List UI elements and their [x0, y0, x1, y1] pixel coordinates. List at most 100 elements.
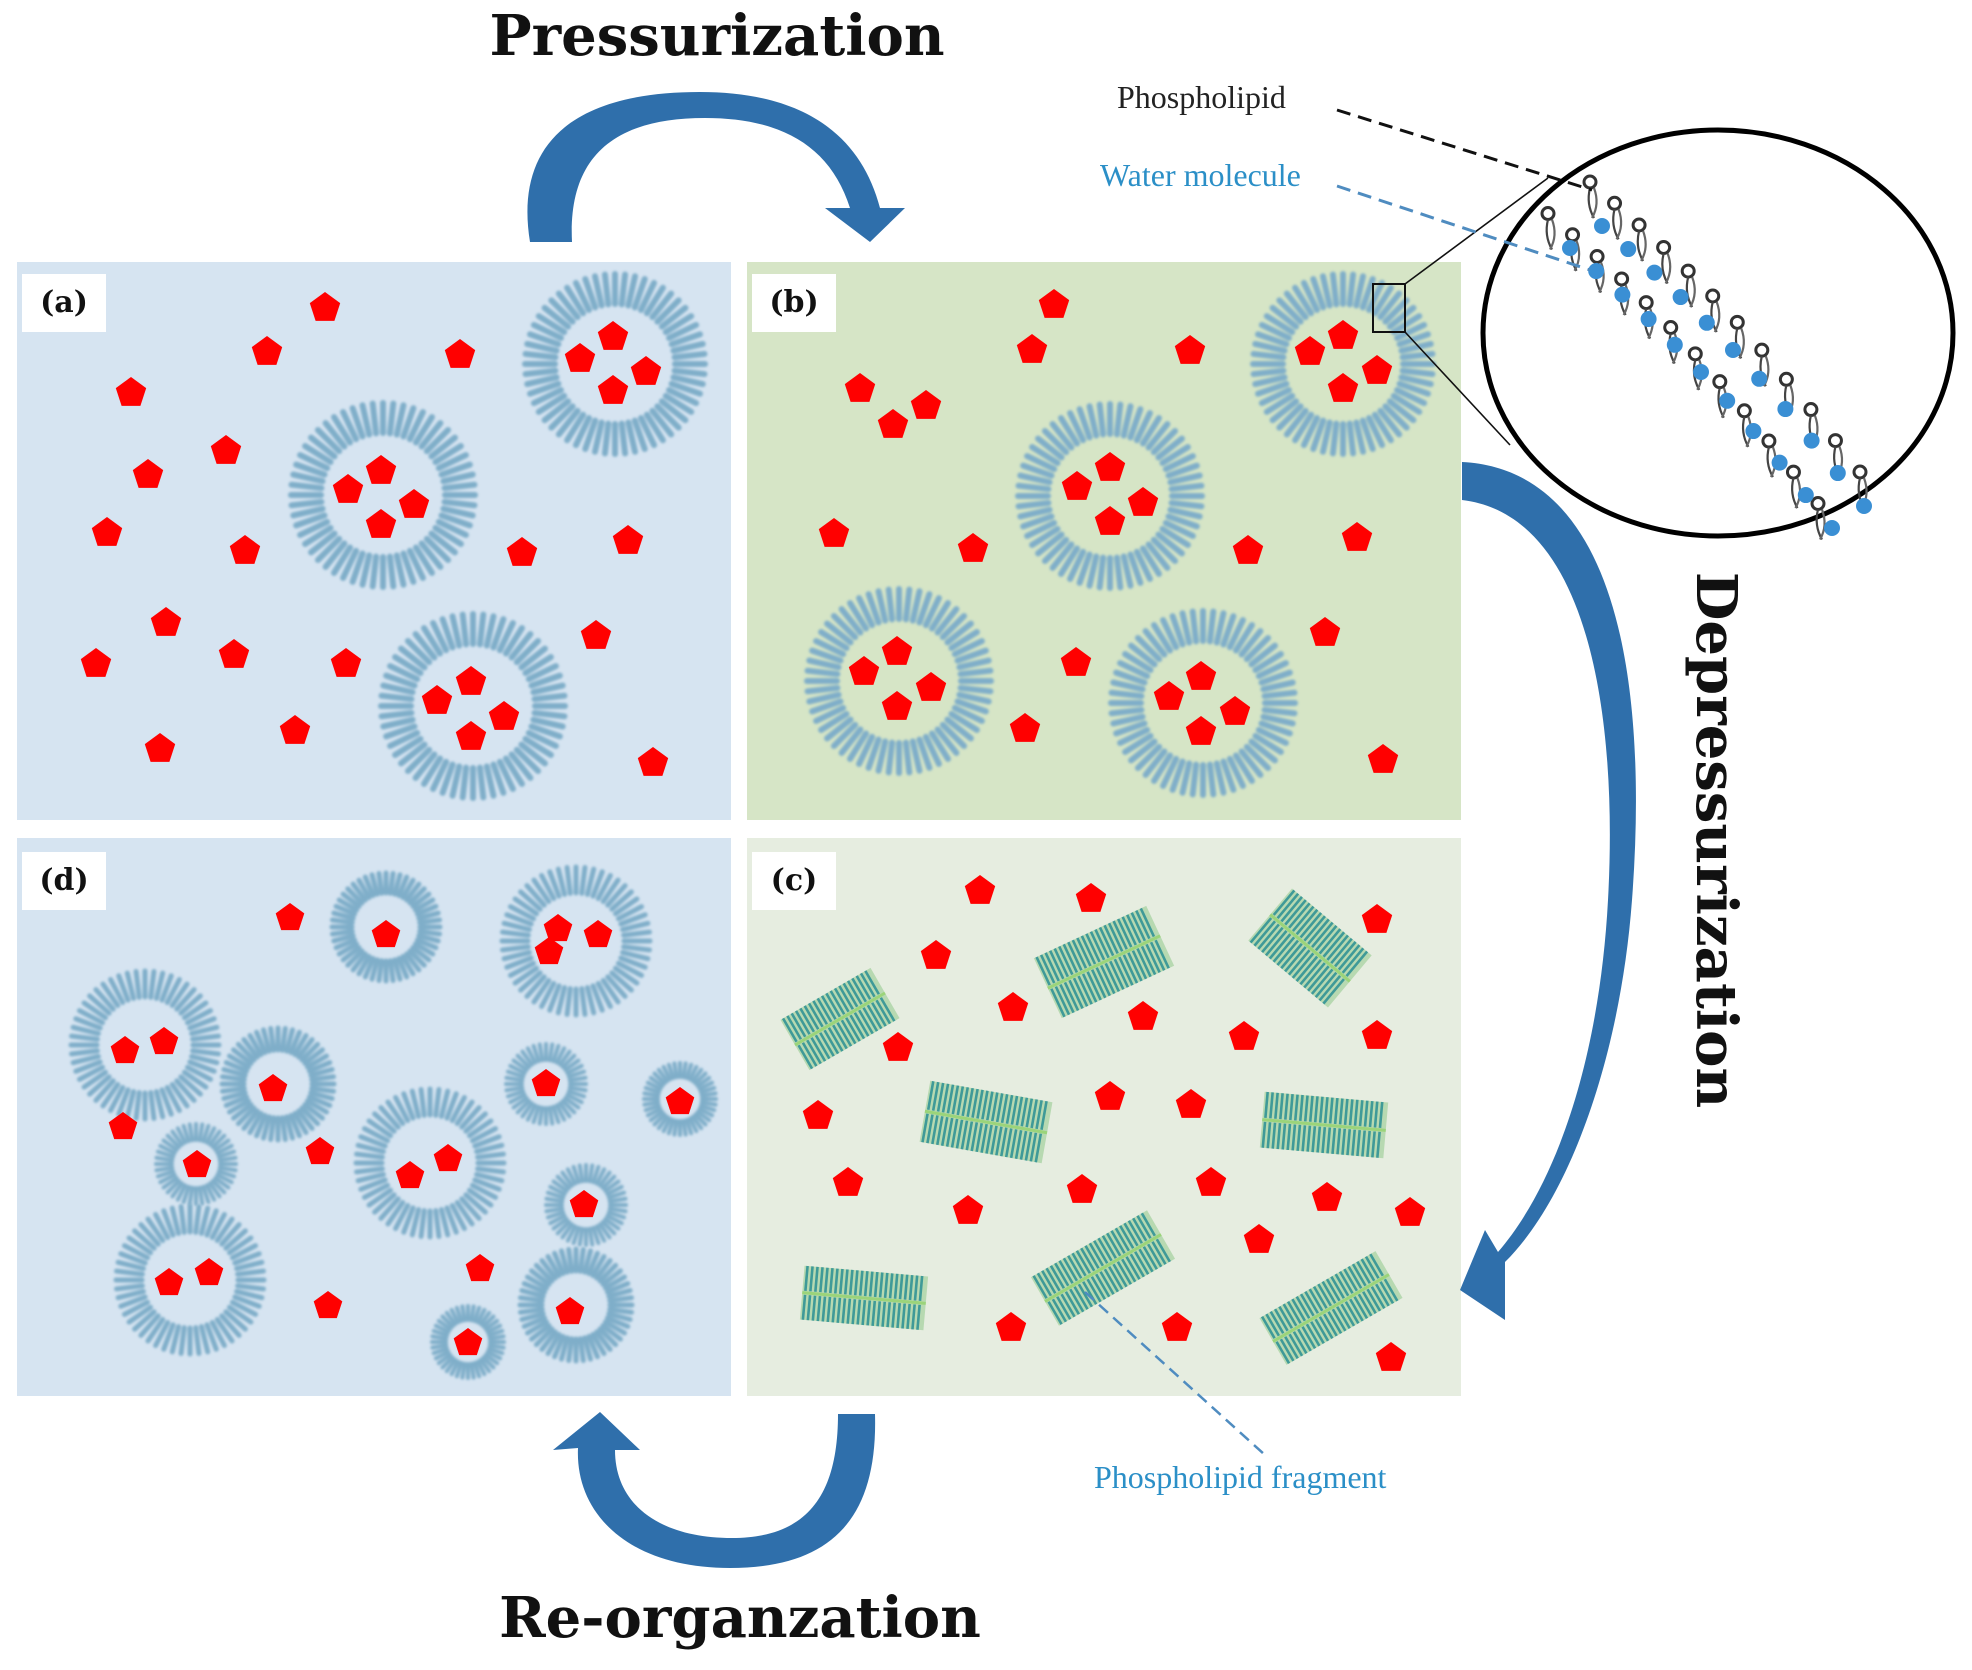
drug-icon: [395, 1161, 425, 1189]
liposome-icon: [642, 1061, 718, 1137]
zoom-line-bottom: [1404, 331, 1511, 446]
liposome-icon: [544, 1163, 628, 1247]
drug-icon: [1161, 1312, 1193, 1341]
drug-icon: [1361, 904, 1393, 933]
panel-a-tag: (a): [22, 274, 106, 332]
water-molecule-icon: [1693, 364, 1709, 380]
pressurization-label: Pressurization: [489, 3, 944, 69]
liposome-icon: [522, 271, 708, 457]
drug-icon: [313, 1291, 343, 1319]
drug-icon: [1361, 355, 1393, 384]
phospholipid-head-icon: [1656, 239, 1672, 255]
phospholipid-head-icon: [1761, 433, 1777, 449]
water-molecule-label: Water molecule: [1100, 157, 1301, 193]
depressurization-label: Depressurization: [1683, 572, 1749, 1108]
drug-icon: [154, 1268, 184, 1296]
zoom-line-top: [1404, 177, 1549, 285]
liposome-icon: [517, 1246, 635, 1364]
drug-icon: [218, 639, 250, 668]
magnified-bilayer-circle: [1480, 127, 1956, 539]
drug-icon: [881, 636, 913, 665]
liposome-icon: [504, 1042, 588, 1126]
liposome-icon: [329, 870, 443, 984]
reorganization-arrow: [553, 1412, 876, 1568]
water-molecule-leader: [1336, 184, 1591, 272]
panel-c-tag-text: (c): [771, 863, 818, 898]
drug-icon: [465, 1254, 495, 1282]
drug-icon: [802, 1100, 834, 1129]
drug-icon: [1174, 335, 1206, 364]
drug-icon: [1061, 471, 1093, 500]
drug-icon: [453, 1328, 483, 1356]
phospholipid-fragment-icon: [1033, 905, 1175, 1019]
water-molecule-icon: [1751, 370, 1768, 387]
phospholipid-head-icon: [1754, 342, 1770, 358]
drug-icon: [882, 1032, 914, 1061]
water-molecule-icon: [1725, 342, 1741, 358]
drug-icon: [1127, 487, 1159, 516]
drug-icon: [1361, 1020, 1393, 1049]
phospholipid-fragment-icon: [1259, 1251, 1403, 1365]
zoom-selection-box: [1372, 283, 1406, 333]
phospholipid-fragment-icon: [1248, 888, 1372, 1008]
drug-icon: [251, 336, 283, 365]
drug-icon: [398, 489, 430, 518]
drug-icon: [279, 715, 311, 744]
water-molecule-icon: [1803, 432, 1820, 449]
phospholipid-head-icon: [1582, 174, 1598, 190]
liposome-icon: [113, 1203, 267, 1357]
drug-icon: [881, 691, 913, 720]
liposome-icon: [288, 400, 478, 590]
drug-icon: [1175, 1089, 1207, 1118]
drug-icon: [1375, 1342, 1407, 1371]
water-molecule-icon: [1797, 487, 1814, 504]
drug-icon: [444, 339, 476, 368]
water-molecule-icon: [1640, 311, 1657, 328]
water-molecule-icon: [1856, 498, 1872, 514]
water-molecule-icon: [1719, 392, 1736, 409]
drug-icon: [1009, 713, 1041, 742]
phospholipid-fragment-icon: [919, 1080, 1053, 1164]
phospholipid-head-icon: [1729, 314, 1745, 330]
drug-icon: [531, 1069, 561, 1097]
drug-icon: [1311, 1182, 1343, 1211]
liposome-icon: [430, 1304, 506, 1380]
drug-icon: [275, 903, 305, 931]
drug-icon: [455, 721, 487, 750]
drug-icon: [1228, 1021, 1260, 1050]
phospholipid-head-icon: [1827, 433, 1843, 449]
panel-d-tag-text: (d): [39, 863, 88, 898]
drug-icon: [1341, 522, 1373, 551]
drug-icon: [455, 666, 487, 695]
drug-icon: [910, 390, 942, 419]
drug-icon: [258, 1074, 288, 1102]
liposome-icon: [1015, 401, 1205, 591]
drug-icon: [1327, 320, 1359, 349]
depressurization-arrow: [1460, 462, 1636, 1320]
drug-icon: [110, 1036, 140, 1064]
phospholipid-leader: [1336, 108, 1593, 192]
drug-icon: [144, 733, 176, 762]
drug-icon: [964, 875, 996, 904]
drug-icon: [1127, 1001, 1159, 1030]
panel-b-tag: (b): [752, 274, 836, 332]
drug-icon: [305, 1137, 335, 1165]
drug-icon: [1185, 661, 1217, 690]
phospholipid-head-icon: [1712, 374, 1728, 390]
drug-icon: [149, 1027, 179, 1055]
phospholipid-fragment-icon: [780, 967, 900, 1071]
phospholipid-head-icon: [1631, 217, 1647, 233]
liposome-icon: [378, 611, 568, 801]
phospholipid-head-icon: [1852, 464, 1868, 480]
phospholipid-fragment-icon: [799, 1265, 929, 1331]
drug-icon: [115, 377, 147, 406]
water-molecule-icon: [1745, 423, 1762, 440]
phospholipid-fragment-label: Phospholipid fragment: [1094, 1459, 1387, 1495]
phospholipid-head-icon: [1785, 464, 1801, 480]
phospholipid-fragment-leader: [1084, 1291, 1266, 1456]
drug-icon: [1153, 681, 1185, 710]
drug-icon: [1219, 696, 1251, 725]
liposome-icon: [219, 1025, 337, 1143]
drug-icon: [506, 537, 538, 566]
drug-icon: [997, 992, 1029, 1021]
